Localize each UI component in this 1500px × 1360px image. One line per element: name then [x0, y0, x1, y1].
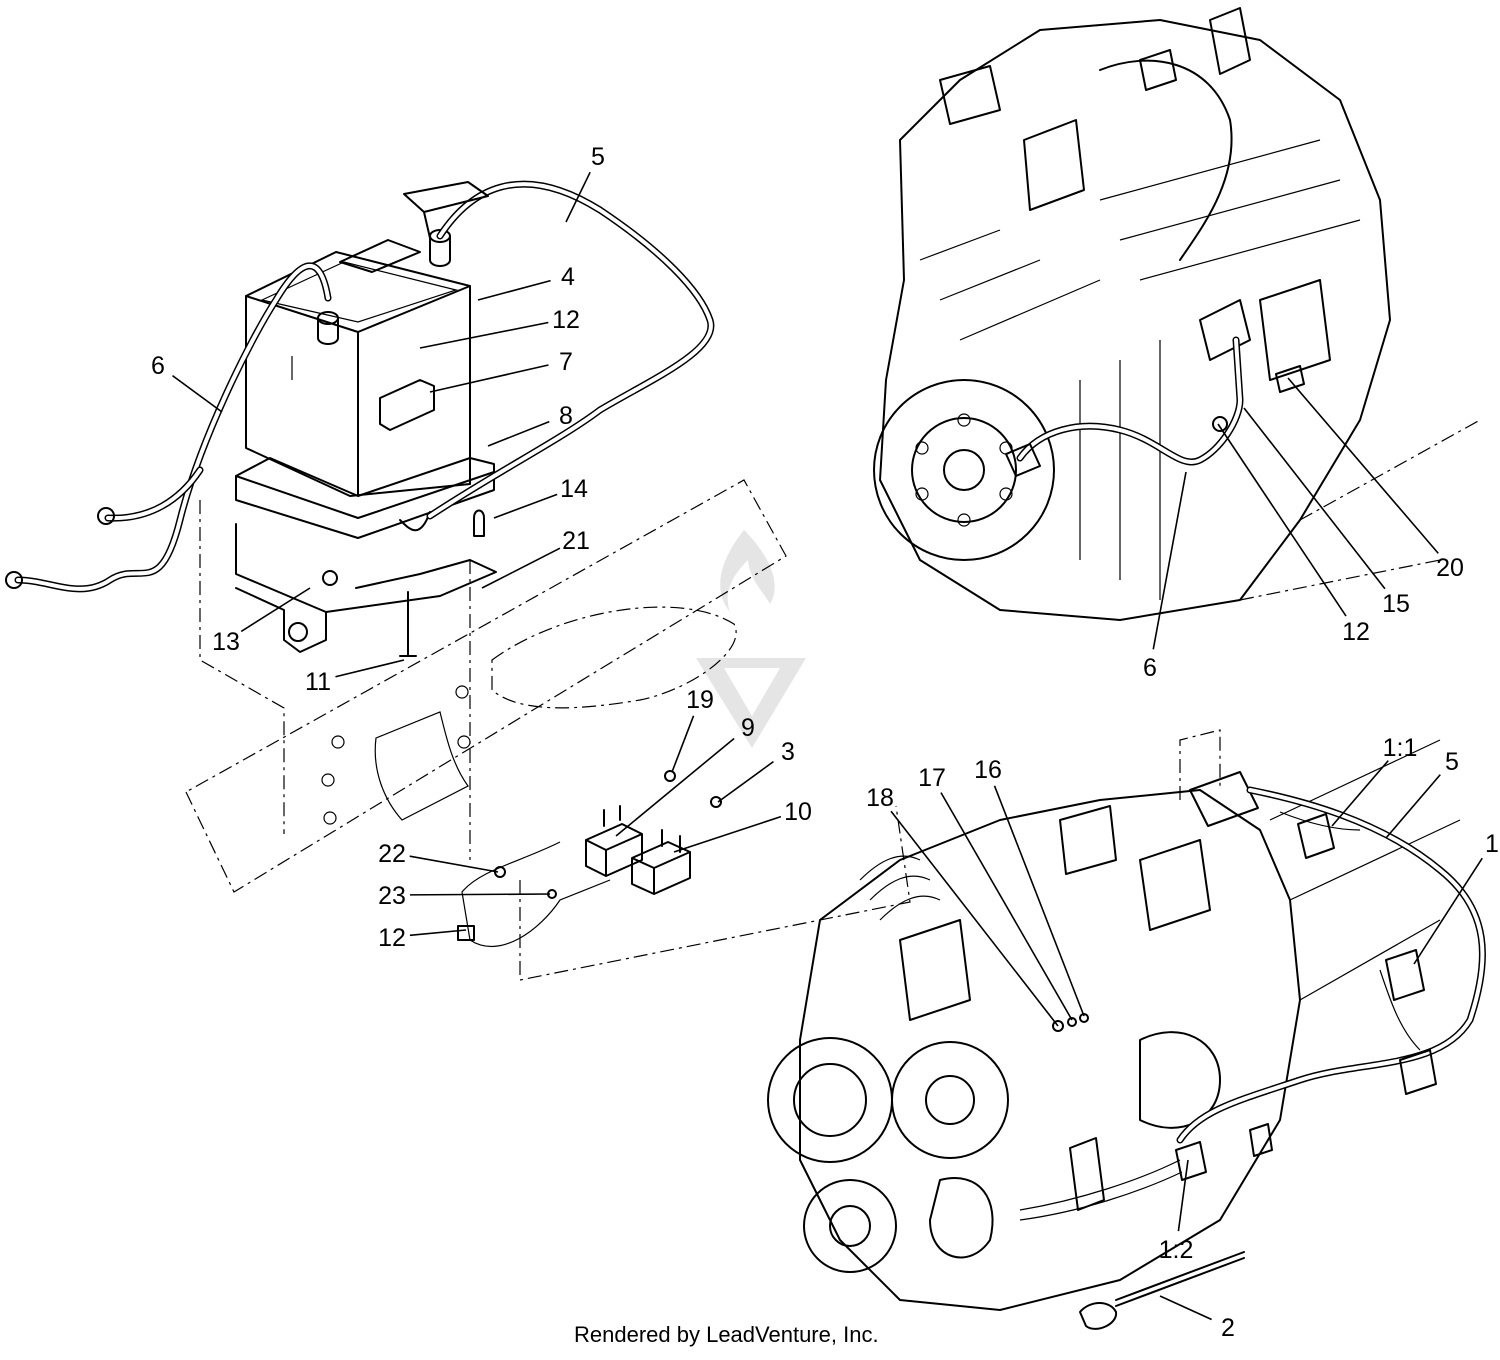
- callout-leader: [1159, 1295, 1212, 1321]
- callout-leader: [1152, 471, 1187, 650]
- callout-label: 23: [378, 882, 406, 910]
- callout-leader: [890, 810, 1059, 1027]
- callout-label: 3: [781, 738, 795, 766]
- callout-leader: [493, 493, 558, 519]
- callout-leader: [1331, 760, 1389, 827]
- callout-c22: 22: [378, 840, 499, 873]
- callout-label: 17: [918, 764, 946, 792]
- callout-label: 9: [741, 714, 755, 742]
- callout-c12b: 12: [378, 924, 467, 952]
- callout-leader: [409, 855, 499, 873]
- callout-leader: [487, 420, 550, 447]
- chassis-plate: [185, 479, 911, 981]
- watermark-logo: [696, 530, 806, 748]
- callout-c13: 13: [212, 587, 311, 656]
- callout-leader: [335, 659, 405, 678]
- callout-label: 1: [1485, 830, 1499, 858]
- callout-c15: 15: [1243, 407, 1410, 618]
- callout-c10: 10: [673, 798, 812, 853]
- callout-c12c: 12: [1217, 423, 1370, 646]
- callout-leader: [477, 279, 551, 301]
- battery: [245, 229, 471, 497]
- callout-label: 5: [591, 143, 605, 171]
- callout-layer: 5 4 12 7 6 8 14 21 13 11 19 93 10 22 23 12 6 12 15 20 1:1 5 1 1…: [151, 143, 1499, 1342]
- callout-leader: [240, 587, 311, 633]
- callout-label: 7: [559, 348, 573, 376]
- callout-c4: 4: [477, 263, 575, 301]
- callout-label: 8: [559, 402, 573, 430]
- callout-leader: [673, 815, 782, 853]
- callout-c6b: 6: [1143, 471, 1187, 682]
- callout-label: 18: [866, 784, 894, 812]
- callout-c23: 23: [378, 882, 551, 910]
- relay-assembly: [457, 770, 722, 948]
- callout-c18: 18: [866, 784, 1059, 1027]
- footer-credit: Rendered by LeadVenture, Inc.: [574, 1322, 879, 1347]
- callout-leader: [1413, 857, 1483, 965]
- callout-label: 21: [562, 527, 590, 555]
- callout-c1_1: 1:1: [1331, 734, 1418, 827]
- callout-label: 12: [552, 306, 580, 334]
- callout-label: 14: [560, 475, 588, 503]
- callout-label: 6: [151, 352, 165, 380]
- callout-c3: 3: [717, 738, 795, 803]
- callout-leader: [1287, 377, 1439, 554]
- battery-bracket: [235, 509, 497, 657]
- callout-leader: [481, 547, 561, 589]
- callout-c1: 1: [1413, 830, 1499, 965]
- callout-label: 20: [1436, 554, 1464, 582]
- callout-c14: 14: [493, 475, 588, 519]
- callout-label: 12: [1342, 618, 1370, 646]
- callout-leader: [671, 715, 695, 773]
- callout-label: 4: [561, 263, 575, 291]
- callout-c2: 2: [1159, 1295, 1235, 1342]
- callout-leader: [1177, 1159, 1189, 1232]
- callout-label: 1:2: [1159, 1236, 1194, 1264]
- callout-c20: 20: [1287, 377, 1464, 582]
- callout-c7: 7: [429, 348, 573, 393]
- callout-c12a: 12: [419, 306, 580, 349]
- callout-leader: [429, 364, 549, 393]
- callout-leader: [940, 792, 1073, 1021]
- callout-leader: [172, 375, 223, 413]
- callout-c6a: 6: [151, 352, 223, 413]
- callout-c11: 11: [305, 659, 405, 696]
- callout-leader: [993, 785, 1085, 1017]
- engine-top-view: [873, 7, 1481, 621]
- callout-leader: [1243, 407, 1386, 590]
- callout-c17: 17: [918, 764, 1073, 1021]
- callout-leader: [409, 929, 467, 937]
- callout-label: 15: [1382, 590, 1410, 618]
- callout-c5b: 5: [1385, 748, 1459, 839]
- callout-c1_2: 1:2: [1159, 1159, 1194, 1264]
- callout-label: 22: [378, 840, 406, 868]
- callout-leader: [419, 321, 549, 349]
- callout-label: 12: [378, 924, 406, 952]
- callout-c9: 9: [615, 714, 755, 837]
- engine-bottom-view: [767, 729, 1486, 1330]
- callout-leader: [1385, 774, 1441, 839]
- callout-leader: [409, 893, 551, 896]
- callout-label: 13: [212, 628, 240, 656]
- callout-leader: [615, 737, 735, 837]
- battery-cables: [5, 180, 715, 593]
- callout-c8: 8: [487, 402, 573, 447]
- callout-leader: [1217, 423, 1347, 617]
- callout-c21: 21: [481, 527, 590, 589]
- callout-label: 5: [1445, 748, 1459, 776]
- callout-label: 2: [1221, 1314, 1235, 1342]
- callout-leader: [565, 171, 591, 223]
- callout-c16: 16: [974, 756, 1085, 1017]
- callout-label: 10: [784, 798, 812, 826]
- callout-label: 1:1: [1383, 734, 1418, 762]
- callout-label: 6: [1143, 654, 1157, 682]
- callout-label: 16: [974, 756, 1002, 784]
- callout-label: 11: [305, 668, 331, 696]
- callout-c5a: 5: [565, 143, 605, 223]
- callout-c19: 19: [671, 686, 714, 773]
- callout-label: 19: [686, 686, 714, 714]
- callout-leader: [717, 760, 774, 803]
